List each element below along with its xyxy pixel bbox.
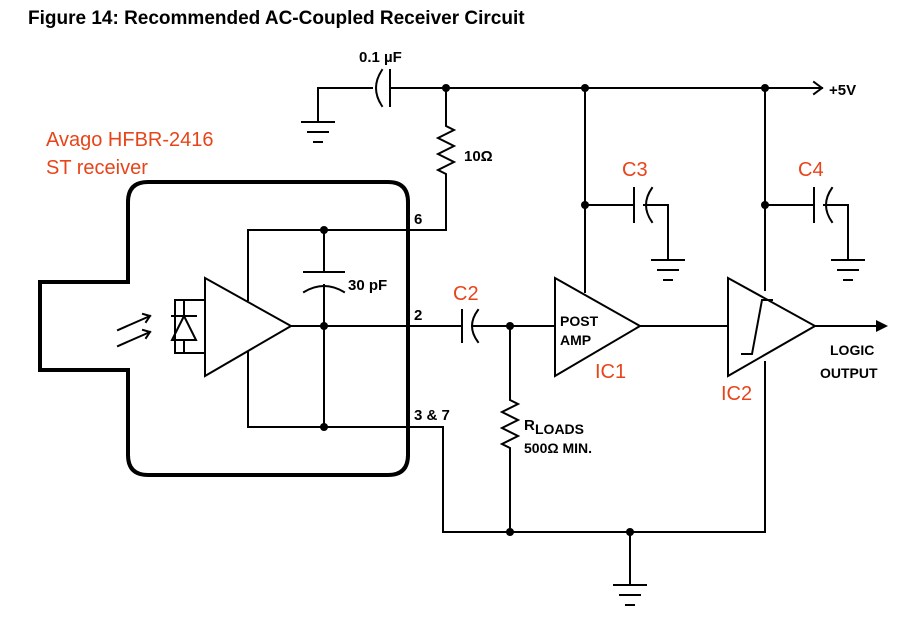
capacitor-0-1uf xyxy=(301,68,391,143)
supply-arrow-icon xyxy=(812,80,824,96)
receiver-label-line1: Avago HFBR-2416 xyxy=(46,129,214,151)
r10-label: 10Ω xyxy=(464,148,493,165)
ic2-schmitt-buffer xyxy=(727,276,818,378)
receiver-label-line2: ST receiver xyxy=(46,157,148,179)
post-label: POST xyxy=(560,313,599,329)
supply-label: +5V xyxy=(829,82,856,99)
pin6-label: 6 xyxy=(414,211,422,228)
output-label: OUTPUT xyxy=(820,365,878,381)
logic-label: LOGIC xyxy=(830,342,874,358)
capacitor-30pf xyxy=(302,229,346,428)
output-arrow-icon xyxy=(876,320,888,332)
c2-label: C2 xyxy=(453,283,479,305)
ground-icon xyxy=(301,121,335,143)
cap-top-label: 0.1 µF xyxy=(359,49,402,66)
pin37-label: 3 & 7 xyxy=(414,407,450,424)
ground-icon xyxy=(651,259,685,281)
capacitor-c4 xyxy=(764,186,865,281)
rloads-sub: LOADS xyxy=(535,421,584,437)
resistor-rloads xyxy=(499,325,521,533)
ground-icon xyxy=(613,584,647,606)
cap30-label: 30 pF xyxy=(348,277,387,294)
ic1-post-amp xyxy=(554,276,643,378)
receiver-package xyxy=(38,180,410,477)
rloads-r: R xyxy=(524,417,535,434)
c3-label: C3 xyxy=(622,159,648,181)
light-arrows-icon xyxy=(116,312,152,348)
capacitor-c3 xyxy=(584,186,685,281)
ground-icon xyxy=(831,259,865,281)
c4-label: C4 xyxy=(798,159,824,181)
rloads-min-label: 500Ω MIN. xyxy=(524,440,592,456)
figure-title: Figure 14: Recommended AC-Coupled Receiv… xyxy=(28,8,525,29)
ic2-label: IC2 xyxy=(721,383,752,405)
pin2-label: 2 xyxy=(414,307,422,324)
ic1-label: IC1 xyxy=(595,361,626,383)
resistor-10ohm xyxy=(435,87,457,179)
schmitt-icon xyxy=(741,299,773,355)
photodiode xyxy=(170,299,206,354)
amp-label: AMP xyxy=(560,332,591,348)
